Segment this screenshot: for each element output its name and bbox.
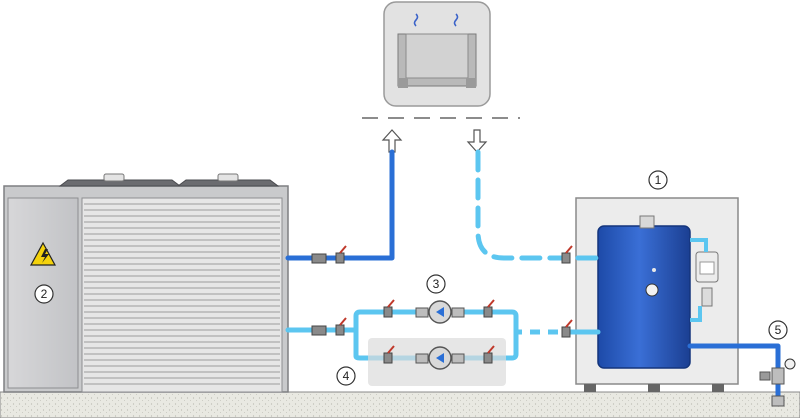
pressure-gauge-icon	[645, 283, 659, 297]
fan-grille	[84, 203, 280, 385]
callout-4: 4	[336, 366, 356, 386]
safety-group	[759, 358, 796, 407]
circulation-pump	[415, 300, 465, 324]
ground-slab	[0, 391, 800, 418]
heat-pump-unit	[3, 173, 289, 393]
callout-label: 3	[433, 277, 440, 291]
callout-label: 4	[343, 369, 350, 383]
flow-arrow-up-icon	[381, 129, 403, 153]
callout-label: 2	[41, 287, 48, 301]
fan-housing-left	[58, 179, 182, 187]
callout-label: 5	[775, 323, 782, 337]
callout-1: 1	[648, 170, 668, 190]
heat-waves-icon	[413, 13, 459, 27]
callout-5: 5	[768, 320, 788, 340]
backup-pump-set	[368, 338, 506, 386]
flow-arrow-down-icon	[466, 129, 488, 153]
callout-2: 2	[34, 284, 54, 304]
indoor-unit	[383, 1, 491, 107]
storage-tank-housing	[575, 197, 739, 392]
valves	[311, 245, 573, 364]
fan-housing-right	[176, 179, 280, 187]
return-pipes	[285, 149, 601, 361]
warning-electrical-icon	[29, 241, 57, 266]
callout-3: 3	[426, 274, 446, 294]
storage-tank	[597, 225, 691, 369]
callout-label: 1	[655, 173, 662, 187]
